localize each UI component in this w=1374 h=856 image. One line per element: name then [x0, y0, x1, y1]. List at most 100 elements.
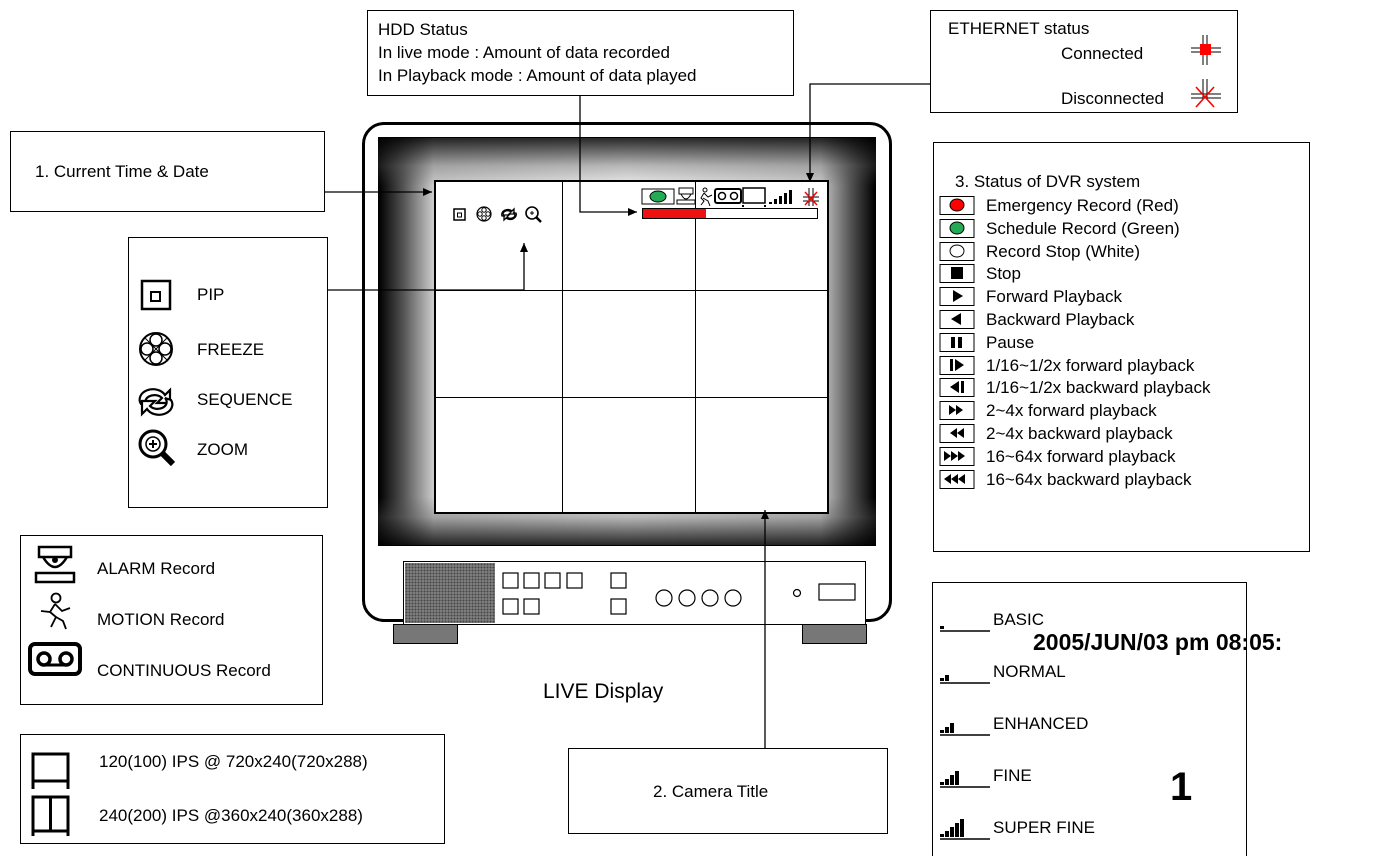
- motion-record-icon: [40, 592, 71, 630]
- dvr-status-label: 1/16~1/2x forward playback: [986, 355, 1195, 375]
- very-fast-forward-icon: [939, 446, 975, 466]
- current-datetime: 2005/JUN/03 pm 08:05:: [1033, 629, 1283, 655]
- dvr-status-item: Schedule Record (Green): [939, 218, 1299, 239]
- current-time-box: 1. Current Time & Date: [10, 131, 325, 212]
- hdd-status-live: In live mode : Amount of data recorded: [378, 43, 671, 62]
- ethernet-connected-icon: [1191, 35, 1221, 65]
- ethernet-title: ETHERNET status: [948, 19, 1090, 38]
- dvr-status-box: 3. Status of DVR system Emergency Record…: [933, 142, 1310, 552]
- screen-icon-strip: [453, 206, 542, 223]
- freeze-icon: [139, 332, 173, 366]
- dvr-status-label: Emergency Record (Red): [986, 196, 1179, 215]
- record-label-alarm: ALARM Record: [97, 559, 216, 578]
- quality-enhanced-icon: [940, 723, 990, 736]
- continuous-record-icon: [28, 642, 82, 676]
- quality-label: BASIC: [993, 610, 1045, 629]
- dvr-status-item: Record Stop (White): [939, 241, 1299, 262]
- dvr-status-label: Schedule Record (Green): [986, 218, 1180, 238]
- function-label-pip: PIP: [197, 285, 225, 304]
- screen-status-strip: [641, 187, 819, 207]
- ethernet-disconnected-icon: [1191, 79, 1221, 108]
- alarm-record-icon: [34, 545, 76, 584]
- grid-line-h1: [436, 290, 827, 291]
- fast-backward-icon: [939, 424, 975, 443]
- record-types-box: ALARM Record MOTION Record CONTINUOUS Re…: [20, 535, 323, 705]
- quality-label: ENHANCED: [993, 714, 1089, 733]
- quality-label: FINE: [993, 766, 1032, 785]
- arrow-hdd-status: [579, 96, 637, 216]
- red-circle-icon: [939, 196, 975, 215]
- dvr-status-item: Pause: [939, 332, 1299, 353]
- dvr-status-item: Backward Playback: [939, 310, 1299, 330]
- backward-play-icon: [939, 310, 975, 329]
- live-screen: [434, 180, 829, 514]
- dvr-status-label: 2~4x backward playback: [986, 424, 1173, 443]
- camera-title-label: 2. Camera Title: [653, 782, 769, 801]
- stop-icon: [939, 264, 975, 284]
- dvr-status-item: 1/16~1/2x forward playback: [939, 355, 1299, 376]
- speaker-grille: [405, 563, 495, 623]
- split-frame-icon: [31, 795, 70, 836]
- dvr-status-item: 1/16~1/2x backward playback: [939, 378, 1299, 398]
- live-display-label: LIVE Display: [543, 680, 664, 703]
- ethernet-disconnected-label: Disconnected: [1061, 89, 1165, 108]
- quality-normal-icon: [940, 675, 990, 684]
- hdd-progress-bar: [642, 208, 818, 219]
- dvr-status-label: Stop: [986, 264, 1021, 284]
- pause-icon: [939, 332, 975, 352]
- slow-backward-icon: [939, 378, 975, 398]
- ips-modes-box: 120(100) IPS @ 720x240(720x288) 240(200)…: [20, 734, 445, 844]
- dvr-status-label: 16~64x backward playback: [986, 469, 1192, 489]
- monitor-foot-right: [802, 624, 867, 644]
- slow-forward-icon: [939, 355, 975, 375]
- ips-label-split: 240(200) IPS @360x240(360x288): [99, 806, 363, 825]
- dvr-status-label: Forward Playback: [986, 287, 1123, 307]
- quality-label: SUPER FINE: [993, 818, 1096, 837]
- dvr-status-label: 16~64x forward playback: [986, 446, 1176, 466]
- dvr-status-item: Emergency Record (Red): [939, 196, 1299, 216]
- forward-play-icon: [939, 287, 975, 307]
- very-fast-backward-icon: [939, 469, 975, 489]
- fast-forward-icon: [939, 401, 975, 421]
- green-circle-icon: [939, 218, 975, 238]
- dvr-status-item: 2~4x forward playback: [939, 401, 1299, 421]
- monitor-foot-left: [393, 624, 458, 644]
- grid-line-h2: [436, 397, 827, 398]
- function-label-sequence: SEQUENCE: [197, 390, 293, 409]
- record-label-continuous: CONTINUOUS Record: [97, 661, 271, 680]
- hdd-status-title: HDD Status: [378, 20, 468, 39]
- function-label-zoom: ZOOM: [197, 440, 248, 459]
- zoom-icon: [138, 429, 176, 467]
- dvr-status-label: Pause: [986, 332, 1035, 352]
- grid-line-v2: [695, 182, 696, 512]
- quality-super-fine-icon: [940, 819, 990, 840]
- quality-fine-icon: [940, 771, 990, 788]
- dvr-status-label: Backward Playback: [986, 310, 1135, 329]
- ethernet-status-box: ETHERNET status Connected Disconnected: [930, 10, 1238, 113]
- single-frame-icon: [31, 752, 70, 789]
- arrow-ethernet: [806, 83, 930, 182]
- dvr-status-label: Record Stop (White): [986, 241, 1140, 261]
- hdd-status-playback: In Playback mode : Amount of data played: [378, 66, 697, 85]
- function-icons-box: PIP FREEZE SEQUENCE ZOOM: [128, 237, 328, 508]
- dvr-status-label: 1/16~1/2x backward playback: [986, 378, 1211, 398]
- dvr-status-label: 2~4x forward playback: [986, 401, 1157, 421]
- function-label-freeze: FREEZE: [197, 340, 265, 359]
- camera-title-box: 2. Camera Title: [568, 748, 888, 834]
- quality-label: NORMAL: [993, 662, 1066, 681]
- screen-status-icons: [641, 186, 831, 208]
- pip-icon: [140, 279, 172, 311]
- arrow-function-icons: [328, 243, 528, 291]
- dvr-status-item: 16~64x backward playback: [939, 469, 1299, 490]
- sequence-icon: [138, 387, 174, 417]
- ethernet-connected-label: Connected: [1061, 44, 1144, 63]
- dvr-status-item: 2~4x backward playback: [939, 424, 1299, 444]
- screen-function-icons: [452, 205, 562, 225]
- current-time-label: 1. Current Time & Date: [35, 162, 209, 181]
- hdd-progress-fill: [643, 209, 706, 218]
- hdd-status-box: HDD Status In live mode : Amount of data…: [367, 10, 794, 96]
- record-label-motion: MOTION Record: [97, 610, 225, 629]
